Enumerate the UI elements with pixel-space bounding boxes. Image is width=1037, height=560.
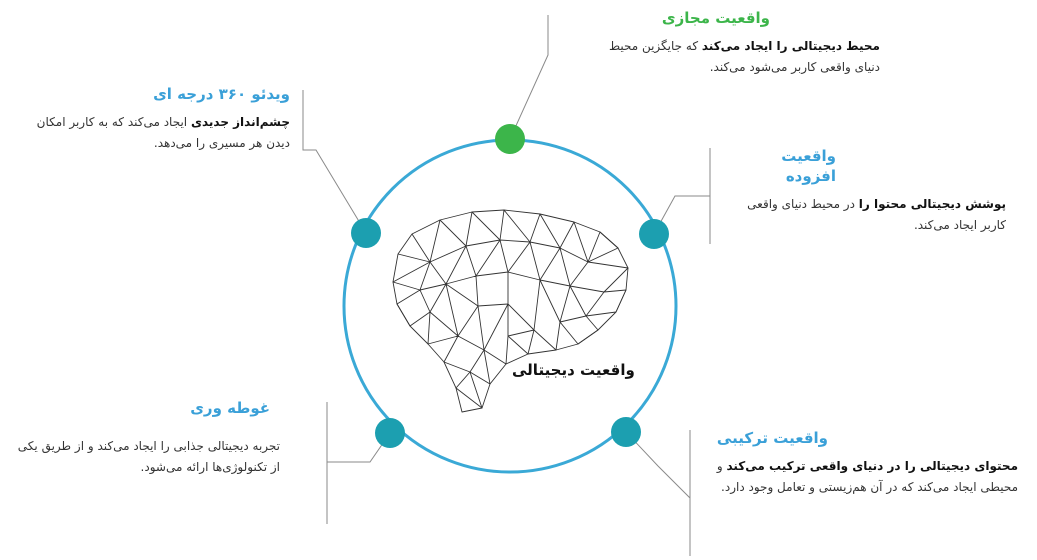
item-description: چشم‌انداز جدیدی ایجاد می‌کند که به کاربر… <box>18 112 290 154</box>
item-description-bold: محتوای دیجیتالی را در دنیای واقعی ترکیب … <box>726 459 1018 473</box>
item-title: واقعیت افزوده <box>781 147 836 185</box>
node-virtual-reality[interactable] <box>495 124 525 154</box>
item-virtual-reality: واقعیت مجازی محیط دیجیتالی را ایجاد می‌ک… <box>580 8 880 78</box>
item-description-bold: چشم‌انداز جدیدی <box>190 115 290 129</box>
item-immersion: غوطه وری تجربه دیجیتالی جذابی را ایجاد م… <box>8 398 280 478</box>
item-description: پوشش دیجیتالی محتوا را در محیط دنیای واق… <box>726 194 1006 236</box>
connector-virtual <box>509 15 549 140</box>
node-immersion[interactable] <box>375 418 405 448</box>
item-description-rest: ایجاد می‌کند که به کاربر امکان دیدن هر م… <box>36 115 290 150</box>
item-description-bold: پوشش دیجیتالی محتوا را <box>858 197 1006 211</box>
item-description: تجربه دیجیتالی جذابی را ایجاد می‌کند و ا… <box>8 436 280 478</box>
connector-lines <box>302 15 711 556</box>
node-video-360[interactable] <box>351 218 381 248</box>
item-description: محیط دیجیتالی را ایجاد می‌کند که جایگزین… <box>580 36 880 78</box>
item-description: محتوای دیجیتالی را در دنیای واقعی ترکیب … <box>708 456 1018 498</box>
item-description-rest: که جایگزین محیط دنیای واقعی کاربر می‌شود… <box>608 39 880 74</box>
item-title: غوطه وری <box>190 399 270 417</box>
node-augmented-reality[interactable] <box>639 219 669 249</box>
node-mixed-reality[interactable] <box>611 417 641 447</box>
item-description-bold: محیط دیجیتالی را ایجاد می‌کند <box>701 39 880 53</box>
item-video-360: ویدئو ۳۶۰ درجه ای چشم‌انداز جدیدی ایجاد … <box>18 84 290 154</box>
connector-mixed <box>625 431 691 499</box>
item-mixed-reality: واقعیت ترکیبی محتوای دیجیتالی را در دنیا… <box>708 428 1018 498</box>
connector-video360 <box>302 90 367 234</box>
item-description-rest: تجربه دیجیتالی جذابی را ایجاد می‌کند و ا… <box>17 439 280 474</box>
item-title: واقعیت ترکیبی <box>716 429 828 447</box>
item-description-rest: در محیط دنیای واقعی کاربر ایجاد می‌کند. <box>747 197 1006 232</box>
item-title: ویدئو ۳۶۰ درجه ای <box>153 85 290 103</box>
item-augmented-reality: واقعیت افزوده پوشش دیجیتالی محتوا را در … <box>726 146 1006 236</box>
item-description-rest: و محیطی ایجاد می‌کند که در آن هم‌زیستی و… <box>716 459 1018 494</box>
item-title: واقعیت مجازی <box>661 9 770 27</box>
brain-icon <box>392 209 629 413</box>
center-label: واقعیت دیجیتالی <box>512 361 635 379</box>
